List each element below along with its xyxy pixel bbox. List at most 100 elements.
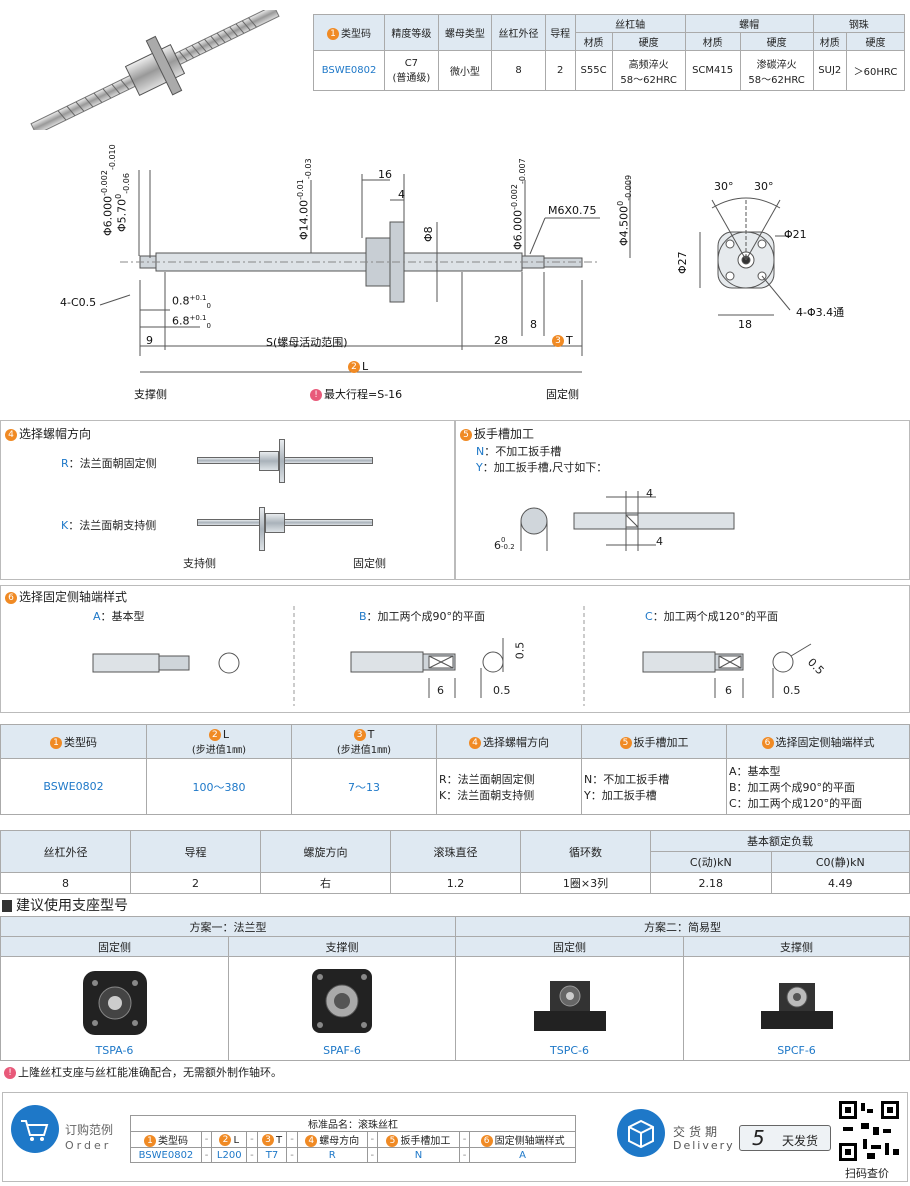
angle-label: 30°	[754, 180, 774, 193]
order-value: A	[469, 1147, 576, 1163]
option-r: R：法兰面朝固定侧	[61, 457, 157, 470]
max-stroke-note: !最大行程=S-16	[310, 386, 402, 402]
spec-cell: ＞60HRC	[845, 50, 906, 91]
order-sep: -	[366, 1147, 378, 1163]
spec-cell: SUJ2	[812, 50, 847, 91]
qr-label: 扫码查价	[845, 1167, 889, 1180]
delivery-icon	[617, 1109, 665, 1157]
spec-cell: 渗碳淬火 58～62HRC	[739, 50, 814, 91]
order-sep: -	[246, 1131, 258, 1148]
order-sep: -	[286, 1131, 298, 1148]
load-header: 基本额定负载	[650, 830, 910, 852]
dim-label: 4-Φ3.4通	[796, 306, 845, 319]
order-sep: -	[200, 1147, 213, 1163]
dim-label: Φ27	[676, 251, 689, 274]
product-photo	[10, 4, 300, 136]
support-side-label: 支持侧	[183, 557, 216, 570]
load-header: 丝杠外径	[0, 830, 131, 873]
tspc-image	[533, 980, 606, 1031]
dim-label: Φ8	[422, 226, 435, 242]
support-note: !上隆丝杠支座与丝杠能准确配合，无需额外制作轴环。	[4, 1064, 282, 1080]
load-cell: 右	[260, 872, 391, 894]
dim-label: 0.5	[493, 684, 511, 697]
spec-cell: 2	[544, 50, 576, 91]
spec-sub-header: 材质	[684, 32, 741, 51]
spcf-image	[760, 982, 833, 1029]
load-header: 循环数	[520, 830, 651, 873]
order-title: 标准品名：滚珠丝杠	[130, 1115, 576, 1132]
dim-label: 4	[646, 487, 653, 500]
spec-sub-header: 硬度	[845, 32, 906, 51]
spec-cell: BSWE0802	[312, 50, 386, 91]
support-cell: TSPA-6	[0, 956, 229, 1061]
support-cell: SPAF-6	[228, 956, 456, 1061]
option-a: A：基本型	[93, 610, 145, 623]
support-col-header: 支撑侧	[683, 936, 910, 957]
order-sep: -	[458, 1147, 471, 1163]
dim-label: 6	[725, 684, 732, 697]
cart-icon	[11, 1105, 59, 1153]
support-side-label: 支撑侧	[134, 388, 167, 401]
support-cell: TSPC-6	[455, 956, 684, 1061]
angle-label: 30°	[714, 180, 734, 193]
load-header: 导程	[130, 830, 261, 873]
dim-label: 28	[494, 334, 508, 347]
spec-group-header: 丝杠轴	[574, 14, 686, 33]
dim-label: 9	[146, 334, 153, 347]
fixed-side-label: 固定侧	[353, 557, 386, 570]
support-model: TSPC-6	[550, 1043, 589, 1057]
order-sep: -	[246, 1147, 258, 1163]
option-c: C：加工两个成120°的平面	[645, 610, 779, 623]
load-cell: 1圈×3列	[520, 872, 651, 894]
option-y: Y：加工扳手槽,尺寸如下：	[476, 461, 608, 474]
spec-cell: C7 (普通级)	[384, 50, 439, 91]
load-table: 丝杠外径 导程 螺旋方向 滚珠直径 循环数 基本额定负载 C(动)kN C0(静…	[0, 830, 910, 894]
order-value: N	[376, 1147, 460, 1163]
sel-cell: BSWE0802	[0, 758, 147, 815]
dim-label: Φ21	[784, 228, 807, 241]
support-cell: SPCF-6	[683, 956, 910, 1061]
order-sep: -	[366, 1131, 378, 1148]
spec-sub-header: 硬度	[739, 32, 814, 51]
spec-header: 导程	[544, 14, 576, 51]
option-b: B：加工两个成90°的平面	[359, 610, 486, 623]
order-value: R	[296, 1147, 368, 1163]
support-col-header: 固定侧	[0, 936, 229, 957]
option-n: N：不加工扳手槽	[476, 445, 562, 458]
spec-sub-header: 硬度	[611, 32, 686, 51]
load-cell: 4.49	[770, 872, 910, 894]
spec-group-header: 钢珠	[812, 14, 906, 33]
spec-sub-header: 材质	[574, 32, 613, 51]
load-cell: 1.2	[390, 872, 521, 894]
option-k: K：法兰面朝支持侧	[61, 519, 157, 532]
spec-sub-header: 材质	[812, 32, 847, 51]
support-table: 方案一：法兰型方案二：简易型 固定侧 支撑侧 固定侧 支撑侧 TSPA-6 SP…	[0, 916, 910, 1061]
spec-cell: 高频淬火 58～62HRC	[611, 50, 686, 91]
order-sep: -	[200, 1131, 213, 1148]
dim-label: Φ6.000-0.002-0.007	[510, 158, 527, 250]
dim-label: 6.8+0.10	[172, 314, 211, 330]
plan-header: 方案二：简易型	[455, 916, 910, 937]
load-cell: 2	[130, 872, 261, 894]
qr-code-icon[interactable]	[837, 1099, 901, 1163]
